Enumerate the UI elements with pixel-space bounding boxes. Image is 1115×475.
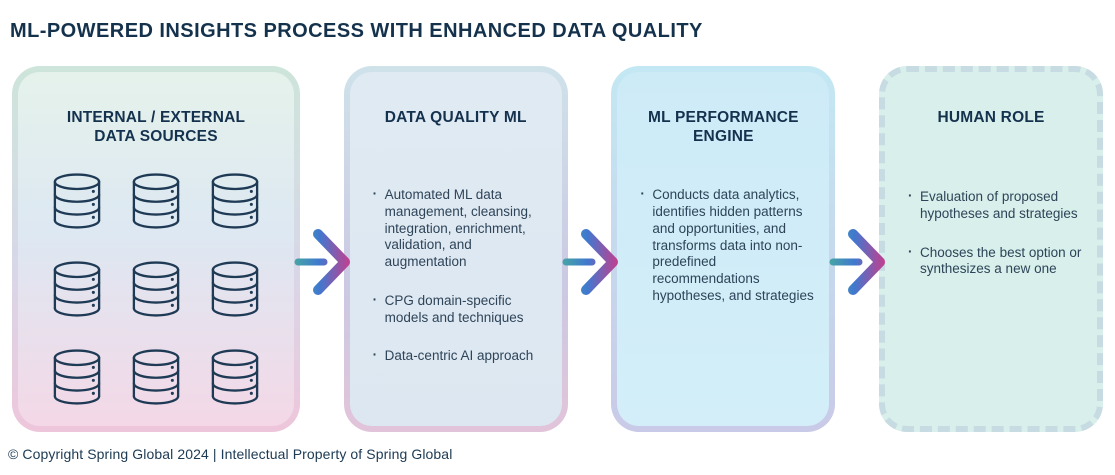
database-icon	[54, 349, 101, 406]
bullet-item: CPG domain-specific models and technique…	[372, 292, 547, 326]
database-grid	[38, 172, 274, 406]
copyright-text: © Copyright Spring Global 2024 | Intelle…	[8, 446, 453, 462]
database-icon	[132, 349, 180, 406]
bullet-list: Conducts data analytics, identifies hidd…	[617, 186, 829, 304]
arrow-right-icon	[562, 229, 618, 295]
flow-arrow-3	[829, 66, 886, 432]
panel-title-line: HUMAN ROLE	[937, 109, 1045, 126]
panel-title: ML PERFORMANCE ENGINE	[629, 108, 817, 146]
bullet-list: Automated ML data management, cleansing,…	[350, 186, 562, 365]
panel-title-line: DATA SOURCES	[94, 128, 218, 146]
panel-data-quality-ml: DATA QUALITY ML Automated ML data manage…	[344, 66, 568, 432]
panel-title-line: INTERNAL / EXTERNAL	[66, 109, 246, 126]
panel-title-line: DATA QUALITY ML	[384, 109, 527, 126]
panel-ml-performance-engine: ML PERFORMANCE ENGINE Conducts data anal…	[611, 66, 835, 432]
page-title: ML-POWERED INSIGHTS PROCESS WITH ENHANCE…	[10, 20, 703, 42]
panel-data-sources: INTERNAL / EXTERNAL DATA SOURCES	[12, 66, 300, 432]
bullet-item: Evaluation of proposed hypotheses and st…	[907, 188, 1082, 222]
bullet-item: Data-centric AI approach	[372, 347, 547, 365]
arrow-right-icon	[294, 229, 350, 295]
bullet-item: Conducts data analytics, identifies hidd…	[639, 186, 814, 304]
database-icon	[132, 261, 180, 318]
panel-title-line: ML PERFORMANCE	[648, 109, 799, 126]
bullet-item: Automated ML data management, cleansing,…	[372, 186, 547, 271]
database-icon	[211, 349, 258, 406]
database-icon	[132, 173, 180, 230]
panel-title-line: ENGINE	[693, 128, 754, 146]
bullet-list: Evaluation of proposed hypotheses and st…	[885, 188, 1097, 278]
panel-human-role: HUMAN ROLE Evaluation of proposed hypoth…	[879, 66, 1104, 432]
panel-title: HUMAN ROLE	[897, 108, 1085, 127]
database-icon	[211, 261, 258, 318]
arrow-right-icon	[829, 229, 886, 295]
flow-arrow-1	[294, 66, 350, 432]
database-icon	[54, 261, 101, 318]
flow-arrow-2	[562, 66, 618, 432]
database-icon	[211, 173, 258, 230]
bullet-item: Chooses the best option or synthesizes a…	[907, 244, 1082, 278]
panel-title: INTERNAL / EXTERNAL DATA SOURCES	[30, 108, 282, 146]
process-flow: INTERNAL / EXTERNAL DATA SOURCES DATA QU…	[12, 66, 1104, 432]
database-icon	[54, 173, 101, 230]
panel-title: DATA QUALITY ML	[362, 108, 550, 127]
